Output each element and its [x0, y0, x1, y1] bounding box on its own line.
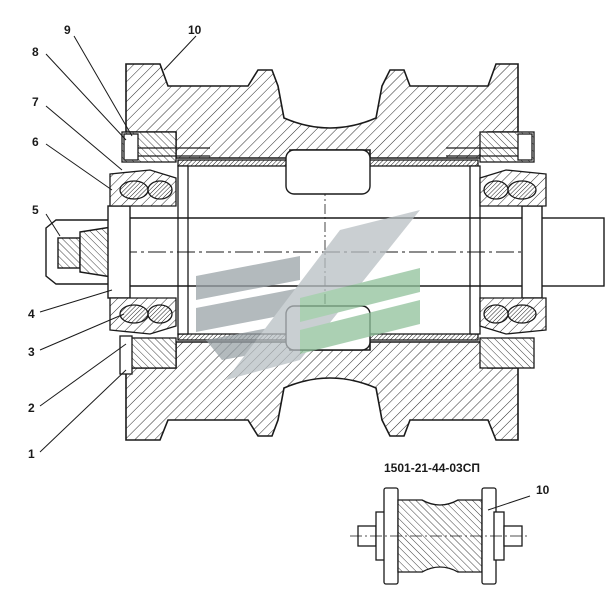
roller-body-upper	[125, 63, 519, 159]
right-flange-assembly	[446, 131, 547, 369]
callout-4: 4	[28, 307, 35, 321]
callout-8: 8	[32, 45, 39, 59]
callout-3: 3	[28, 345, 35, 359]
callout-7: 7	[32, 95, 39, 109]
inset-roller-thumbnail	[350, 487, 531, 585]
callout-5: 5	[32, 203, 39, 217]
leader-lines	[39, 35, 197, 453]
callout-6: 6	[32, 135, 39, 149]
inset-callout-10: 10	[536, 483, 550, 497]
roller-body-lower	[125, 341, 519, 441]
right-shaft-end	[521, 205, 605, 299]
callout-2: 2	[28, 401, 35, 415]
left-flange-assembly	[109, 131, 210, 375]
callout-labels: 1 2 3 4 5 6 7 8 9 10	[28, 23, 202, 461]
callout-1: 1	[28, 447, 35, 461]
watermark-logo	[196, 210, 420, 380]
left-shaft-end	[45, 205, 131, 299]
part-number: 1501-21-44-03СП	[384, 461, 480, 475]
callout-9: 9	[64, 23, 71, 37]
callout-10: 10	[188, 23, 202, 37]
